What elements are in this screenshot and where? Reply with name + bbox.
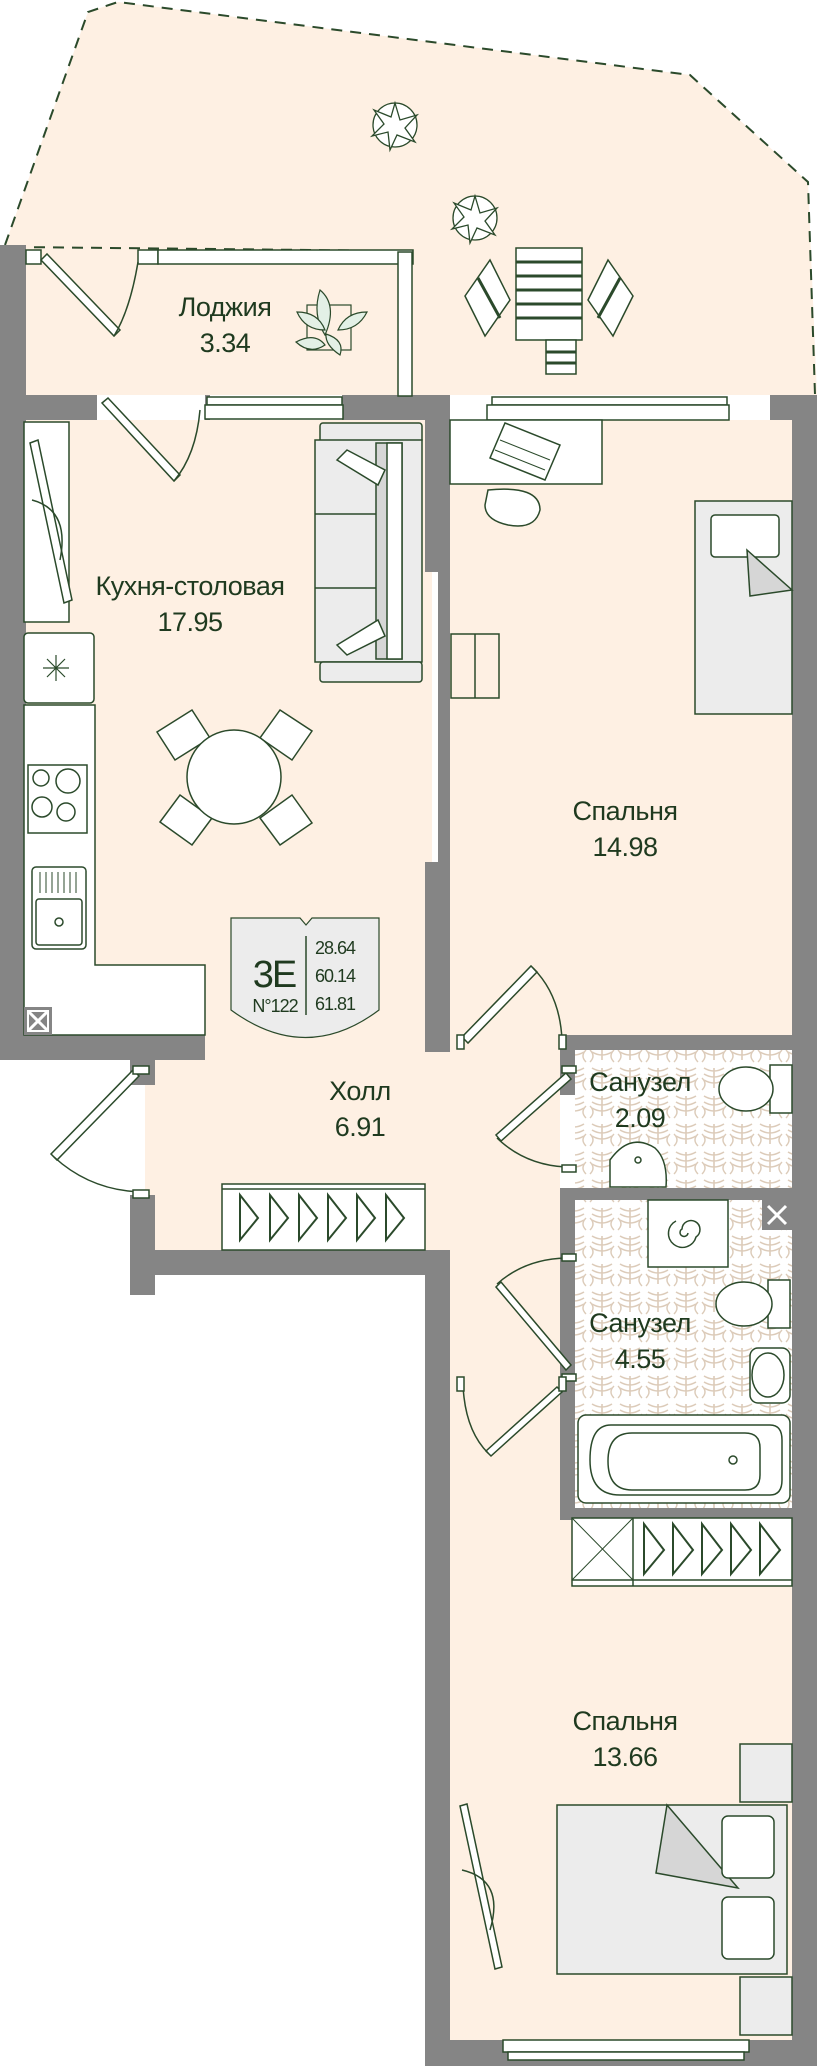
shrub-icon — [369, 100, 500, 246]
dining-table — [186, 729, 282, 825]
total-area-with-loggia: 61.81 — [315, 994, 356, 1014]
room-label-bathroom2: Санузел 4.55 — [570, 1307, 710, 1379]
room-area: 4.55 — [614, 1344, 666, 1374]
bedroom2-door-swing — [462, 1384, 489, 1454]
bedroom1-door-swing — [532, 967, 563, 1041]
terrace-chair — [545, 339, 577, 375]
terrace-table-set — [464, 247, 634, 375]
vent-icon — [26, 1009, 50, 1033]
nightstand-top — [739, 1743, 793, 1803]
room-name: Лоджия — [178, 292, 272, 322]
terrace-boundary — [4, 0, 816, 396]
sofa — [314, 422, 423, 683]
windows — [204, 396, 750, 2061]
entry-door-leaf — [49, 1068, 141, 1162]
bathroom2-door-swing — [496, 1257, 567, 1285]
room-name: Санузел — [589, 1308, 691, 1338]
apartment-number: N°122 — [252, 996, 298, 1016]
kitchen-door-leaf — [100, 396, 182, 483]
washbasin — [609, 1141, 668, 1188]
toilet — [718, 1066, 774, 1112]
room-name: Холл — [329, 1076, 391, 1106]
spiral-icon — [667, 1219, 701, 1249]
bathroom1-fixtures — [609, 1064, 793, 1188]
dining-set — [155, 708, 314, 847]
room-name: Спальня — [572, 796, 679, 826]
room-label-bathroom1: Санузел 2.09 — [570, 1066, 710, 1138]
loggia-door-leaf — [39, 252, 122, 338]
room-label-hall: Холл 6.91 — [280, 1075, 440, 1147]
room-label-kitchen: Кухня-столовая 17.95 — [60, 570, 320, 642]
walls — [0, 245, 817, 2066]
wardrobe-2 — [571, 1517, 793, 1587]
room-area: 2.09 — [614, 1103, 666, 1133]
room-label-loggia: Лоджия 3.34 — [140, 291, 310, 363]
kitchen-furniture — [23, 421, 206, 1036]
room-area: 14.98 — [592, 832, 658, 862]
plant-icon — [294, 288, 368, 356]
toilet-2 — [715, 1281, 773, 1327]
room-area: 13.66 — [592, 1742, 658, 1772]
room-label-bedroom1: Спальня 14.98 — [540, 795, 710, 867]
snowflake-icon — [43, 655, 69, 681]
room-label-bedroom2: Спальня 13.66 — [540, 1705, 710, 1777]
room-area: 6.91 — [334, 1112, 386, 1142]
apartment-info-badge: 3E N°122 28.64 60.14 61.81 — [231, 916, 379, 1048]
loggia-glazing — [25, 249, 414, 397]
bedroom2-furniture — [459, 1517, 793, 2036]
bathtub — [577, 1414, 791, 1504]
living-area: 28.64 — [315, 938, 356, 958]
room-name: Спальня — [572, 1706, 679, 1736]
room-area: 17.95 — [157, 607, 223, 637]
desk-chair — [484, 488, 541, 527]
doors — [39, 252, 577, 1458]
bathroom2-door-leaf — [494, 1280, 573, 1372]
room-name: Санузел — [589, 1067, 691, 1097]
tv-2 — [459, 1803, 503, 1970]
nightstand-bottom — [739, 1976, 793, 2036]
apartment-type-code: 3E — [252, 954, 297, 996]
total-area: 60.14 — [315, 966, 356, 986]
loggia-door-swing — [113, 261, 139, 337]
apartment-badge-shape — [230, 917, 380, 1039]
bathroom1-door-swing — [496, 1137, 567, 1168]
entry-door-swing — [53, 1156, 141, 1193]
room-area: 3.34 — [199, 328, 251, 358]
kitchen-door-swing — [173, 409, 201, 482]
hanger-icon-2 — [643, 1521, 782, 1577]
hanger-icon — [239, 1192, 406, 1243]
bathroom2-fixtures — [577, 1199, 792, 1504]
room-name: Кухня-столовая — [95, 571, 286, 601]
bedroom1-furniture — [449, 419, 794, 715]
apartment-areas: 28.64 60.14 61.81 — [315, 934, 375, 1018]
hall-wardrobe — [221, 1183, 426, 1251]
tv — [29, 438, 73, 605]
laptop — [489, 422, 561, 481]
